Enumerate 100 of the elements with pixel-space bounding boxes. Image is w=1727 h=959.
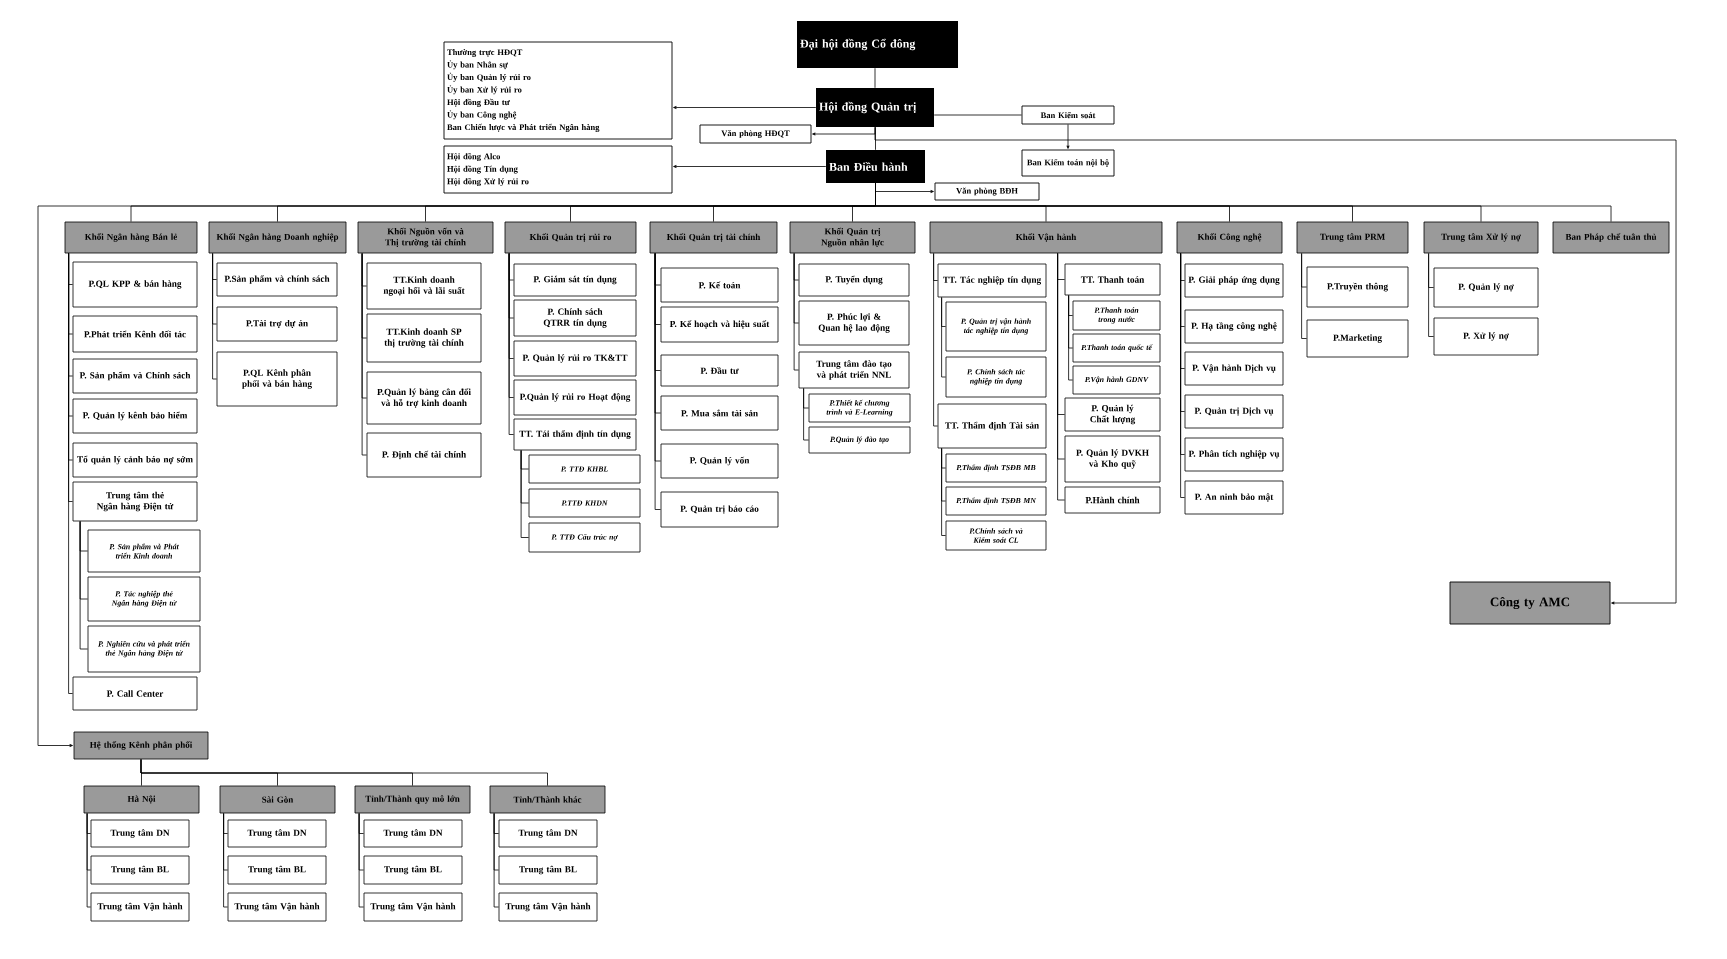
department-box: P.Sản phẩm và chính sách: [216, 262, 338, 297]
connector-line: [223, 813, 228, 908]
department-box: P. An ninh bảo mật: [1184, 480, 1284, 515]
department-box: Trung tâm Vận hành: [227, 892, 327, 922]
connector-line: [875, 182, 1612, 222]
department-box: P.Quản lý rủi ro Hoạt động: [513, 379, 637, 416]
department-box: Trung tâm thẻ Ngân hàng Điện tử: [72, 481, 198, 522]
department-box: Trung tâm Vận hành: [90, 892, 190, 922]
division-header: Hà Nội: [83, 785, 200, 814]
connector-line: [520, 450, 529, 538]
department-box: P. Vận hành Dịch vụ: [1184, 351, 1284, 386]
department-box: P. Định chế tài chính: [366, 432, 482, 478]
connector-line: [508, 253, 514, 435]
connector-line: [874, 67, 876, 89]
office-box: Văn phòng HĐQT: [699, 124, 812, 144]
connector-line: [793, 253, 799, 371]
department-box: P. Quản lý Chất lượng: [1064, 397, 1161, 432]
division-header: Trung tâm PRM: [1296, 221, 1409, 254]
connector-line: [654, 253, 661, 510]
department-box: TT. Tác nghiệp tín dụng: [937, 263, 1047, 298]
connector-line: [493, 813, 499, 908]
arrow: [673, 106, 817, 109]
department-box: Trung tâm BL: [90, 855, 190, 885]
connector-line: [86, 813, 91, 908]
department-box: P. Mua sắm tài sản: [660, 395, 779, 431]
executive-box: Hội đồng Quản trị: [816, 88, 934, 127]
department-box: P. Chính sách QTRR tín dụng: [513, 299, 637, 337]
connector-line: [941, 448, 946, 536]
department-box: P.Hành chính: [1064, 486, 1161, 514]
department-box: P.Quản lý bảng cân đối và hỗ trợ kinh doanh: [366, 371, 482, 425]
division-header: Khối Quản trị rủi ro: [504, 221, 637, 254]
office-box: Ban Kiểm soát: [1021, 105, 1115, 125]
arrow: [1066, 124, 1070, 149]
committee-list-box: Hội đồng Alco Hội đồng Tín dụng Hội đồng Xử lý rủi ro: [443, 145, 673, 194]
department-box: P. Phúc lợi & Quan hệ lao động: [798, 300, 910, 346]
department-box: P.QL Kênh phân phối và bán hàng: [216, 351, 338, 407]
department-box: Trung tâm đào tạo và phát triển NNL: [798, 351, 910, 389]
department-box: Trung tâm DN: [227, 819, 327, 848]
department-box: P. Kế hoạch và hiệu suất: [660, 306, 779, 343]
department-box: P. Phân tích nghiệp vụ: [1184, 437, 1284, 472]
department-box: P. Giám sát tín dụng: [513, 263, 637, 297]
department-box: P. Quản lý kênh bảo hiểm: [72, 398, 198, 434]
department-box: Trung tâm Vận hành: [498, 892, 598, 922]
department-box: Trung tâm BL: [498, 855, 598, 885]
division-header: Tỉnh/Thành quy mô lớn: [354, 785, 471, 814]
arrow: [673, 165, 827, 168]
department-box: P. Giải pháp ứng dụng: [1184, 263, 1284, 298]
division-header: Khối Nguồn vốn và Thị trường tài chính: [357, 221, 494, 254]
division-header: Khối Ngân hàng Doanh nghiệp: [208, 221, 347, 254]
department-box: P. Hạ tầng công nghệ: [1184, 309, 1284, 344]
department-box: P. Quản lý DVKH và Kho quỹ: [1064, 435, 1161, 483]
office-box: Ban Kiểm toán nội bộ: [1021, 149, 1115, 177]
connector-line: [140, 759, 548, 786]
department-box: Tổ quản lý cảnh báo nợ sớm: [72, 442, 198, 478]
division-header: Khối Quản trị tài chính: [649, 221, 778, 254]
department-box: TT. Thẩm định Tài sản: [937, 403, 1047, 449]
connector-line: [1068, 295, 1073, 381]
division-header: Tỉnh/Thành khác: [489, 785, 606, 814]
connector-line: [1180, 253, 1185, 498]
department-box: P. Quản lý rủi ro TK&TT: [513, 340, 637, 377]
department-box: Trung tâm BL: [227, 855, 327, 885]
arrow: [874, 126, 1677, 605]
department-box: P.Phát triển Kênh đối tác: [72, 315, 198, 353]
connector-line: [361, 253, 367, 456]
department-box: P.QL KPP & bán hàng: [72, 261, 198, 308]
connector-line: [358, 813, 364, 908]
department-box: P. Xử lý nợ: [1433, 317, 1539, 356]
department-box: P.Marketing: [1306, 319, 1409, 358]
executive-box: Ban Điều hành: [826, 150, 925, 183]
division-header: Hệ thống Kênh phân phối: [73, 731, 209, 760]
department-box: P. Đầu tư: [660, 354, 779, 387]
connector-line: [212, 253, 217, 380]
department-box: TT.Kinh doanh ngoại hối và lãi suất: [366, 262, 482, 310]
connector-line: [68, 253, 73, 694]
office-box: Văn phòng BĐH: [934, 182, 1040, 201]
connector-line: [79, 521, 88, 650]
connector-line: [1301, 253, 1307, 339]
department-box: P. Tuyển dụng: [798, 263, 910, 297]
department-box: Trung tâm DN: [363, 819, 463, 848]
department-box: Trung tâm Vận hành: [363, 892, 463, 922]
division-header: Ban Pháp chế tuân thủ: [1552, 221, 1670, 254]
department-box: P.Tài trợ dự án: [216, 306, 338, 342]
department-box: P. Kế toán: [660, 267, 779, 303]
department-box: P.Truyền thông: [1306, 266, 1409, 308]
department-box: P. Quản trị Dịch vụ: [1184, 394, 1284, 429]
department-box: TT. Thanh toán: [1064, 263, 1161, 296]
division-header: Sài Gòn: [219, 785, 336, 814]
connector-line: [1428, 253, 1434, 337]
department-box: P. Quản lý vốn: [660, 443, 779, 479]
division-header: Khối Công nghệ: [1176, 221, 1283, 254]
department-box: P. Sản phẩm và Chính sách: [72, 358, 198, 394]
division-header: Khối Vận hành: [929, 221, 1163, 254]
connector-line: [1057, 253, 1065, 501]
connector-line: [803, 388, 809, 441]
department-box: TT. Tái thẩm định tín dụng: [513, 418, 637, 451]
executive-box: Đại hội đồng Cổ đông: [797, 21, 958, 68]
department-box: Trung tâm DN: [498, 819, 598, 848]
connector-line: [933, 253, 938, 427]
committee-list-box: Thường trực HĐQT Ủy ban Nhân sự Ủy ban Quản lý rủi ro Ủy ban Xử lý rủi ro Hội đồng Đầu tư Ủy ban Công nghệ Ban Chiến lược và Phát triển Ngân hàng: [443, 41, 673, 140]
connector-line: [941, 297, 946, 378]
